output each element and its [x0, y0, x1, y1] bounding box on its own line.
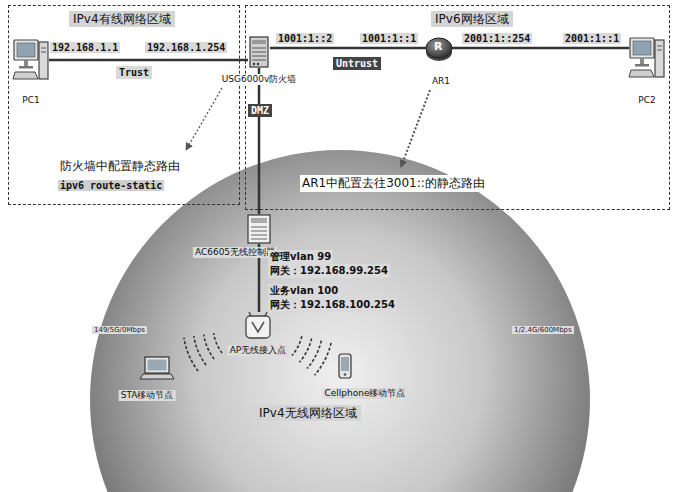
controller-node: AC6605无线控制器 [247, 214, 271, 244]
config-note: AR1中配置去往3001::的静态路由 [300, 175, 487, 192]
ap-icon [245, 312, 271, 340]
zone-label: Trust [116, 66, 152, 79]
network-region: IPv4有线网络区域 PC1 [8, 5, 240, 205]
leader-line [401, 90, 430, 167]
laptop-icon [140, 356, 174, 380]
wireless-area-sphere [90, 150, 590, 492]
phone-icon [338, 353, 352, 379]
pc-node: PC2 [629, 37, 665, 79]
region-title: IPv4有线网络区域 [69, 11, 175, 27]
pc-icon [13, 39, 49, 81]
device-caption: PC1 [20, 95, 41, 106]
address-label: 1001:1::2 [276, 33, 334, 44]
device-caption: Cellphone移动节点 [323, 388, 408, 399]
pc-icon [629, 37, 665, 79]
vlan-label: 管理vlan 99 [268, 250, 333, 264]
address-label: 2001:1::254 [462, 33, 532, 44]
network-link [452, 47, 629, 50]
vlan-label: 业务vlan 100 [268, 284, 340, 298]
fw-icon [248, 36, 270, 68]
radio-rate-label: 1/2.4G/600Mbps [512, 326, 574, 334]
address-label: 192.168.1.254 [145, 42, 227, 53]
vlan-label: 网关：192.168.100.254 [268, 298, 397, 312]
config-note: 防火墙中配置静态路由 [58, 158, 182, 175]
firewall-node: USG6000v防火墙 [248, 36, 270, 68]
device-caption: AC6605无线控制器 [193, 247, 277, 258]
network-link [270, 47, 426, 50]
address-label: 1001:1::1 [360, 33, 418, 44]
device-caption: USG6000v防火墙 [220, 74, 299, 85]
address-label: 2001:1::1 [563, 33, 621, 44]
device-caption: PC2 [636, 95, 657, 106]
network-link [258, 68, 261, 214]
leader-line [186, 88, 222, 150]
access-point-node: AP无线接入点 [245, 312, 271, 340]
router-glyph: R [434, 41, 442, 52]
phone-node: Cellphone移动节点 [338, 353, 352, 379]
device-caption: AP无线接入点 [228, 345, 289, 356]
network-link [49, 59, 248, 62]
region-title: IPv4无线网络区域 [255, 405, 361, 421]
wireless-region: IPv4无线网络区域 AC6605无线控制器 AP无线接入点 STA移动节点 Cellp… [90, 150, 590, 492]
vlan-label: 网关：192.168.99.254 [268, 264, 390, 278]
zone-label: DMZ [248, 104, 272, 117]
device-caption: AR1 [430, 76, 452, 87]
laptop-node: STA移动节点 [140, 356, 174, 380]
ac-icon [247, 214, 271, 244]
radio-rate-label: 149/5G/0Mbps [92, 326, 147, 334]
config-command: ipv6 route-static [58, 180, 164, 191]
zone-label: Untrust [333, 57, 381, 70]
pc-node: PC1 [13, 39, 49, 81]
device-caption: STA移动节点 [119, 390, 176, 401]
region-title: IPv6网络区域 [431, 11, 513, 27]
address-label: 192.168.1.1 [50, 42, 120, 53]
